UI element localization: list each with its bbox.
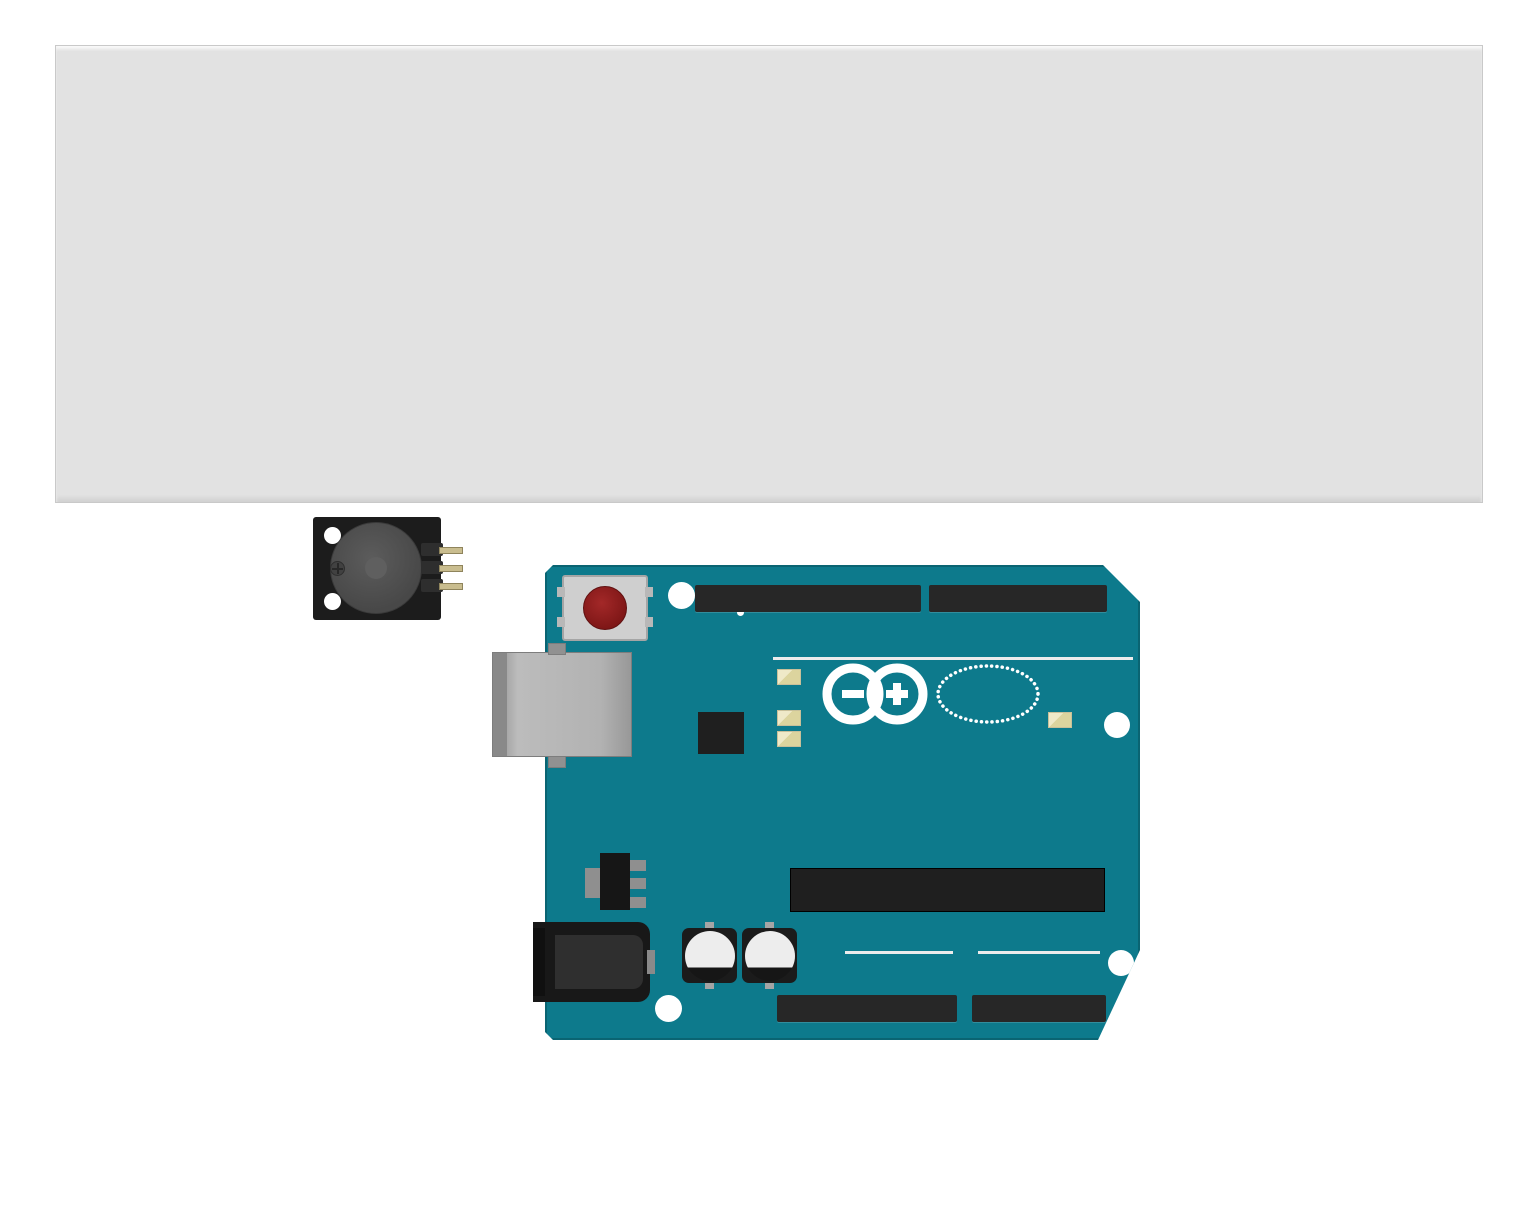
led-l: [777, 669, 801, 685]
led-rx: [777, 731, 801, 747]
usb-interface-chip: [698, 712, 744, 754]
atmega-chip: [790, 868, 1105, 912]
buzzer-center-dot: [365, 557, 387, 579]
minus-icon: [842, 690, 864, 698]
mounting-hole: [655, 995, 682, 1022]
arduino-uno-board[interactable]: [545, 565, 1140, 1040]
mounting-hole: [324, 593, 341, 610]
power-header[interactable]: [777, 995, 957, 1022]
power-divider-line: [845, 951, 953, 954]
reset-button[interactable]: [557, 575, 653, 641]
uno-dotted-oval: [936, 664, 1040, 724]
infinity-right-circle: [866, 663, 928, 725]
digital-header-left[interactable]: [695, 585, 921, 612]
barrel-jack: [533, 922, 655, 1002]
led-tx: [777, 710, 801, 726]
infinity-left-circle: [822, 663, 884, 725]
usb-connector: [492, 643, 632, 768]
digital-divider-line: [773, 657, 1133, 660]
led-on: [1048, 712, 1072, 728]
mounting-hole: [324, 527, 341, 544]
arduino-logo: [822, 663, 1040, 725]
analog-header[interactable]: [972, 995, 1106, 1022]
capacitor: [682, 922, 737, 989]
digital-header-right[interactable]: [929, 585, 1107, 612]
buzzer-module-ky006[interactable]: [313, 517, 463, 620]
screw-icon: [330, 561, 345, 576]
pin1-indicator-dot: [737, 609, 744, 616]
mounting-hole: [1108, 950, 1134, 976]
capacitor: [742, 922, 797, 989]
mounting-hole: [668, 582, 695, 609]
breadboard[interactable]: [55, 45, 1483, 503]
analog-divider-line: [978, 951, 1100, 954]
mounting-hole: [1104, 712, 1130, 738]
